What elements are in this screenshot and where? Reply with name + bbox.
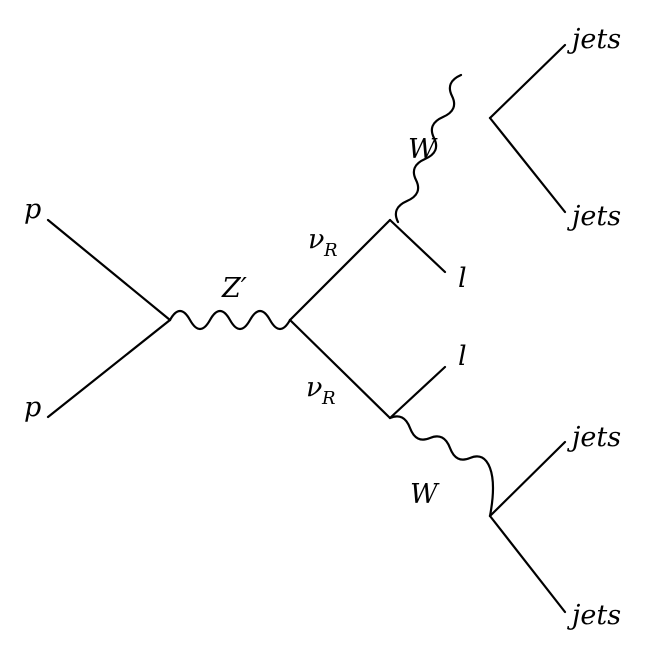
neutrino-line-upper xyxy=(288,218,392,322)
proton-line-bottom xyxy=(46,318,172,419)
label-jets-2: jets xyxy=(567,201,621,232)
label-lepton-lower: l xyxy=(458,341,467,372)
label-nu-upper: ν xyxy=(308,224,324,255)
label-w-lower: W xyxy=(410,479,440,510)
lepton-line-upper xyxy=(388,218,447,274)
label-p-bottom: p xyxy=(24,392,41,423)
label-nu-lower-sub: R xyxy=(321,388,336,409)
proton-line-top xyxy=(46,218,172,322)
label-w-upper: W xyxy=(408,134,438,165)
w-boson-lower xyxy=(388,415,495,518)
jet-line-3 xyxy=(488,440,567,518)
label-nu-upper-sub: R xyxy=(323,240,338,261)
jet-line-4 xyxy=(488,514,567,614)
label-jets-1: jets xyxy=(567,24,621,55)
w-boson-upper xyxy=(394,73,463,224)
label-jets-4: jets xyxy=(567,600,621,631)
jet-line-1 xyxy=(488,43,567,120)
label-nu-lower: ν xyxy=(306,372,322,403)
label-jets-3: jets xyxy=(567,422,621,453)
label-p-top: p xyxy=(24,194,41,225)
label-z-prime: Z′ xyxy=(221,273,247,304)
lepton-line-lower xyxy=(388,365,447,420)
label-lepton-upper: l xyxy=(458,263,467,294)
jet-line-2 xyxy=(488,116,567,214)
z-prime-propagator xyxy=(168,309,292,331)
neutrino-line-lower xyxy=(288,318,392,420)
